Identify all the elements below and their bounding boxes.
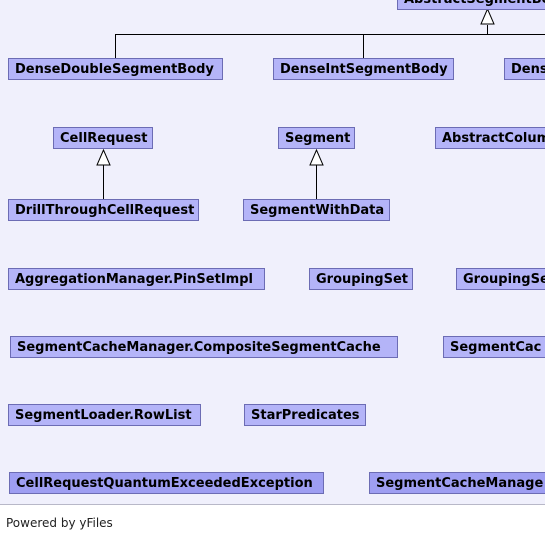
edge-group-segment [309, 148, 324, 199]
inheritance-arrowhead [96, 148, 111, 166]
edge-group-cell-request [96, 148, 111, 199]
diagram-canvas: AbstractSegmentBody DenseDoubleSegmentBo… [0, 0, 545, 505]
node-dense-partial[interactable]: Dens [504, 58, 545, 80]
node-segment[interactable]: Segment [278, 127, 355, 149]
node-segment-cache-partial[interactable]: SegmentCac [443, 336, 545, 358]
node-grouping-set-partial[interactable]: GroupingSe [456, 268, 545, 290]
node-dense-double-segment-body[interactable]: DenseDoubleSegmentBody [8, 58, 223, 80]
node-cell-request[interactable]: CellRequest [53, 127, 153, 149]
edge-group-abstract-segment-body [115, 7, 545, 58]
node-grouping-set[interactable]: GroupingSet [309, 268, 413, 290]
node-star-predicates[interactable]: StarPredicates [244, 404, 366, 426]
node-abstract-column-partial[interactable]: AbstractColum [435, 127, 545, 149]
edge-dense-double-to-abstract [115, 25, 488, 58]
node-cell-request-quantum-exceeded[interactable]: CellRequestQuantumExceededException [9, 472, 324, 494]
node-segment-cache-manager-partial[interactable]: SegmentCacheManage [369, 472, 545, 494]
node-segment-with-data[interactable]: SegmentWithData [243, 199, 390, 221]
inheritance-arrowhead [309, 148, 324, 166]
inheritance-arrowhead [480, 7, 495, 25]
inheritance-edges [96, 7, 545, 199]
node-abstract-segment-body[interactable]: AbstractSegmentBody [397, 0, 545, 10]
node-drill-through-cell-request[interactable]: DrillThroughCellRequest [8, 199, 199, 221]
powered-by-label: Powered by yFiles [6, 516, 113, 530]
node-aggregation-manager-pinsetimpl[interactable]: AggregationManager.PinSetImpl [8, 268, 265, 290]
node-segment-loader-rowlist[interactable]: SegmentLoader.RowList [8, 404, 201, 426]
node-segment-cache-manager-composite[interactable]: SegmentCacheManager.CompositeSegmentCach… [10, 336, 398, 358]
node-dense-int-segment-body[interactable]: DenseIntSegmentBody [273, 58, 454, 80]
